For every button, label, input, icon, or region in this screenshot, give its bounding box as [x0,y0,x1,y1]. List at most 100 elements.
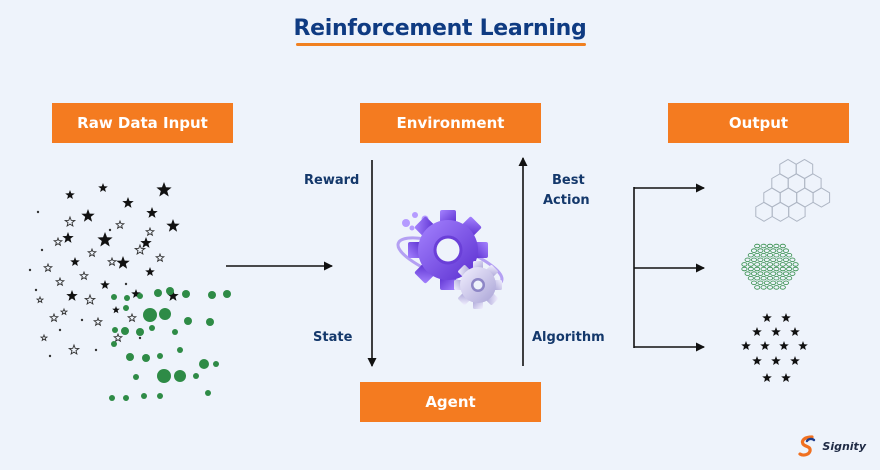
environment-label: Environment [396,114,505,132]
green-dot [199,359,209,369]
filled-star-icon [116,256,130,269]
filled-star-icon [156,182,172,197]
oval-shape [741,266,748,272]
filled-star-icon [100,280,110,289]
oval-shape [747,276,754,281]
green-dot [208,291,216,299]
oval-shape [751,257,758,262]
outline-star-icon [35,295,45,304]
oval-shape [770,271,777,276]
green-dot [154,289,162,297]
oval-shape [760,262,767,267]
outline-star-icon [39,333,49,342]
oval-shape [767,266,774,272]
hexagon-shape [788,201,806,222]
hexagon-shape [755,201,773,222]
oval-shape [786,252,793,258]
green-dot [136,328,144,336]
output-star-icon [771,327,781,336]
green-dot [126,353,134,361]
output-star-cluster [741,313,808,382]
scatter-dot [48,354,52,358]
output-star-icon [798,341,808,350]
filled-star-icon [98,183,108,192]
filled-star-icon [62,232,74,243]
page-title: Reinforcement Learning [293,16,587,41]
green-dot [123,305,129,311]
output-star-icon [762,373,772,382]
outline-star-icon [112,332,124,343]
green-dot [157,393,163,399]
scatter-dot [94,348,98,352]
oval-shape [741,262,748,267]
green-dot [213,361,219,367]
scatter-dot [58,328,62,332]
filled-star-icon [122,197,134,208]
output-hexagon-cluster [755,158,831,222]
state-label: State [313,330,353,345]
green-dot [182,290,190,298]
scatter-dot [28,268,32,272]
oval-shape [767,276,774,281]
oval-shape [786,266,793,272]
oval-shape [783,248,790,253]
outline-star-icon [48,312,60,323]
green-dot [112,327,118,333]
green-dot [157,369,171,383]
oval-shape [747,266,754,272]
green-dot [124,295,130,301]
filled-star-icon [66,290,78,301]
scatter-dot [36,210,40,214]
oval-shape [757,257,764,262]
green-dot [193,373,199,379]
oval-shape [779,262,786,267]
green-dot [223,290,231,298]
green-dot [177,347,183,353]
filled-star-icon [131,289,141,298]
title-underline [296,43,586,46]
output-star-icon [771,356,781,365]
oval-shape [760,243,767,249]
oval-shape [757,280,764,285]
output-star-icon [781,373,791,382]
oval-shape [776,257,783,262]
filled-star-icon [166,219,180,232]
oval-shape [773,243,780,249]
oval-shape [789,257,796,262]
output-star-icon [762,313,772,322]
output-star-icon [741,341,751,350]
green-dot [121,327,129,335]
oval-shape [763,280,770,285]
best-action-label: Best Action [543,171,590,211]
green-dot [143,308,157,322]
raw-data-scatter [28,182,231,401]
hexagon-shape [812,187,831,208]
oval-shape [792,262,799,267]
filled-star-icon [140,237,152,248]
green-dot [149,325,155,331]
environment-box: Environment [360,103,541,143]
output-box: Output [668,103,849,143]
outline-star-icon [54,276,66,287]
outline-star-icon [92,316,104,327]
oval-shape [783,280,790,285]
oval-shape [744,271,751,276]
signity-logo-text: Signity [822,439,866,453]
green-dot [109,395,115,401]
output-star-icon [781,313,791,322]
signity-logo: Signity [796,434,866,458]
raw-data-input-label: Raw Data Input [77,114,208,132]
hexagon-shape [771,201,790,222]
oval-shape [767,252,774,258]
outline-star-icon [86,247,98,258]
green-dot [184,317,192,325]
oval-shape [751,248,758,253]
filled-star-icon [70,257,80,266]
oval-shape [744,257,751,262]
oval-shape [767,262,774,267]
filled-star-icon [97,232,113,247]
outline-star-icon [114,219,126,230]
scatter-dot [34,288,38,292]
green-dot [142,354,150,362]
